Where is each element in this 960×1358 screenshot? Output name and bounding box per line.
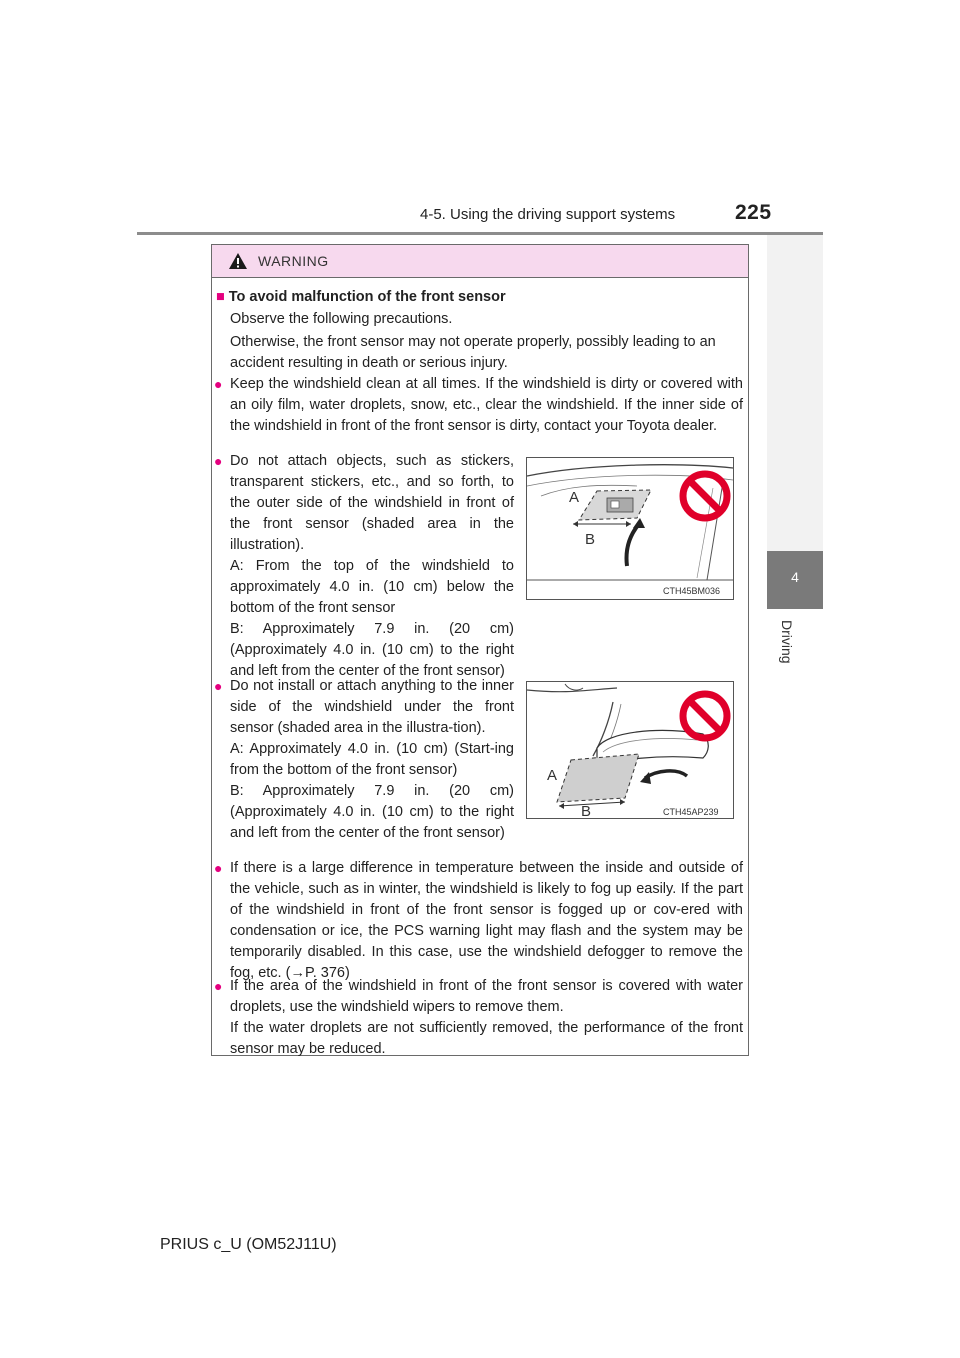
bullet-text: If there is a large difference in temper… [230, 860, 743, 981]
bullet-text-b: B: Approximately 7.9 in. (20 cm) (Approx… [230, 621, 514, 679]
bullet-item: ● If there is a large difference in temp… [214, 858, 743, 984]
figure-label-a: A [569, 489, 579, 506]
header-rule [137, 232, 823, 235]
bullet-text: Keep the windshield clean at all times. … [230, 376, 743, 434]
bullet-item: ● Do not attach objects, such as sticker… [214, 451, 514, 682]
chapter-label-wrap: Driving [779, 620, 799, 680]
bullet-text-a: A: From the top of the windshield to app… [230, 558, 514, 616]
section-title-text: To avoid malfunction of the front sensor [228, 289, 506, 305]
warning-box: WARNING [211, 244, 749, 1056]
bullet-text: Do not install or attach anything to the… [230, 678, 514, 736]
chapter-tab: 4 [767, 551, 823, 609]
chapter-label: Driving [779, 620, 795, 664]
bullet-text-b: B: Approximately 7.9 in. (20 cm) (Approx… [230, 783, 514, 841]
bullet-dot-icon: ● [214, 376, 223, 392]
bullet-text-a: A: Approximately 4.0 in. (10 cm) (Start-… [230, 741, 514, 778]
warning-triangle-icon [229, 253, 247, 269]
footer-model: PRIUS c_U (OM52J11U) [160, 1236, 337, 1253]
page-number: 225 [735, 201, 772, 224]
chapter-number: 4 [791, 569, 799, 585]
figure-label-b: B [585, 531, 595, 548]
bullet-text: Do not attach objects, such as stickers,… [230, 453, 514, 553]
figure-code: CTH45AP239 [663, 807, 719, 817]
bullet-item: ● If the area of the windshield in front… [214, 976, 743, 1060]
bullet-item: ● Keep the windshield clean at all times… [214, 374, 743, 437]
bullet-item: ● Do not install or attach anything to t… [214, 676, 514, 844]
bullet-dot-icon: ● [214, 860, 223, 876]
bullet-text: If the area of the windshield in front o… [230, 978, 743, 1015]
square-bullet-icon: ■ [216, 289, 225, 305]
bullet-dot-icon: ● [214, 678, 223, 694]
warning-header: WARNING [212, 245, 748, 278]
figure-windshield-inner: A B CTH45AP239 [526, 681, 734, 819]
bullet-dot-icon: ● [214, 978, 223, 994]
section-title: ■To avoid malfunction of the front senso… [216, 289, 506, 305]
intro-paragraph-2: Otherwise, the front sensor may not oper… [230, 334, 716, 371]
figure-label-b: B [581, 803, 591, 818]
figure-label-a: A [547, 767, 557, 784]
warning-title: WARNING [258, 253, 329, 269]
side-tab-track [767, 235, 823, 551]
figure-code: CTH45BM036 [663, 586, 721, 596]
windshield-outer-illustration: A B [527, 464, 733, 581]
intro-paragraph-1: Observe the following precautions. [230, 311, 453, 327]
figure-windshield-outer: A B CTH45BM036 [526, 457, 734, 600]
section-header: 4-5. Using the driving support systems [420, 206, 676, 223]
windshield-inner-illustration: A B [527, 683, 731, 818]
bullet-text-continued: If the water droplets are not sufficient… [230, 1020, 743, 1057]
bullet-dot-icon: ● [214, 453, 223, 469]
